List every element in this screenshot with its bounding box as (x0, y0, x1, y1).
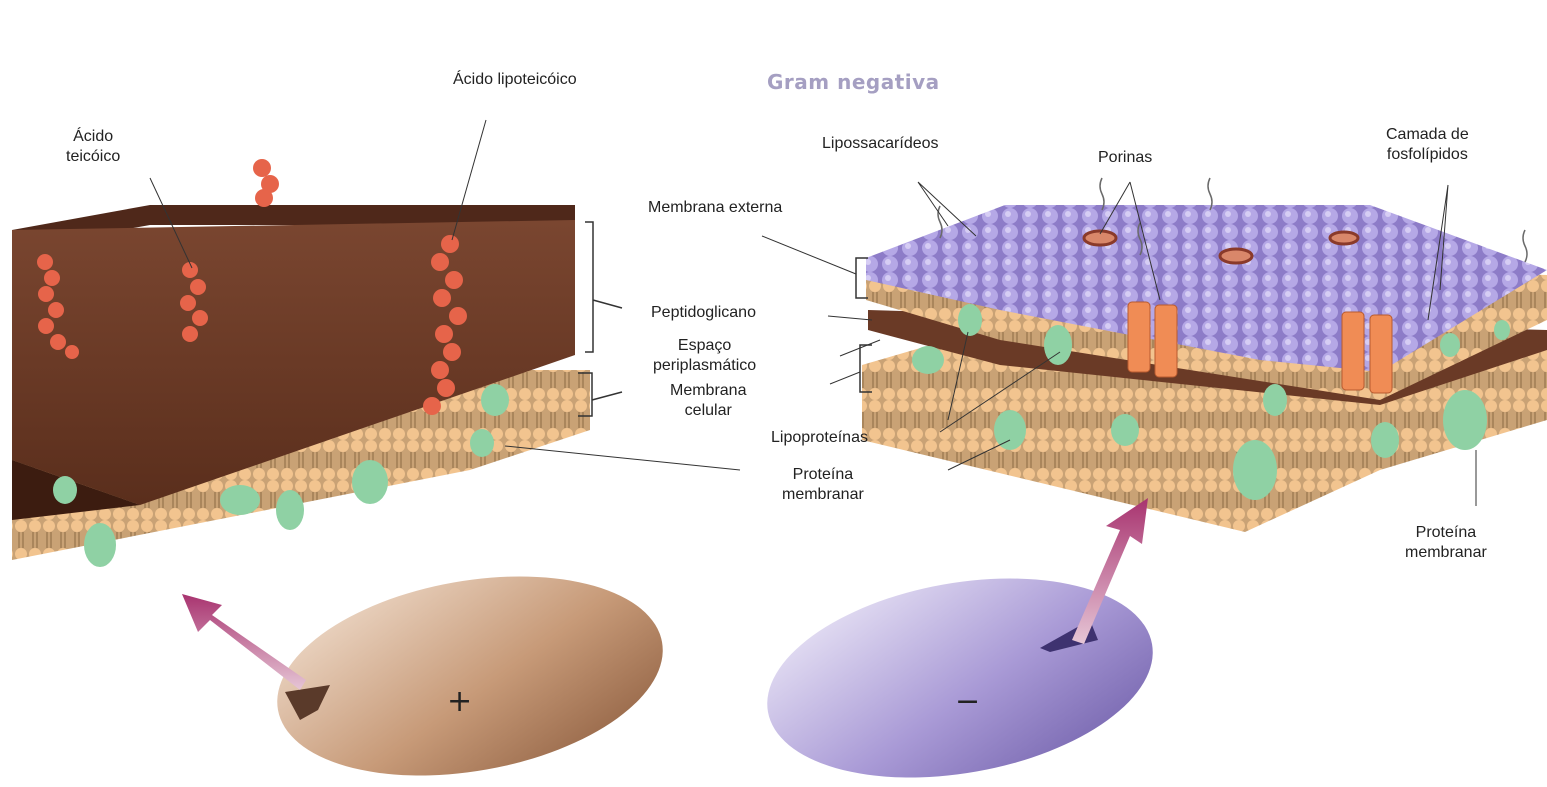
membrane-protein (84, 523, 116, 567)
leader-membrana-externa (762, 236, 856, 274)
label-camada-fosfolipidos: Camada de fosfolípidos (1386, 125, 1469, 165)
positive-charge-sign: + (447, 684, 472, 719)
membrane-protein (352, 460, 388, 504)
label-lipossacarideos: Lipossacarídeos (822, 134, 939, 154)
membrane-protein (276, 490, 304, 530)
peptidoglycan-bracket (585, 222, 622, 352)
label-membrana-externa: Membrana externa (648, 198, 782, 218)
membrane-protein (220, 485, 260, 515)
leader-membrana-celular (830, 372, 860, 384)
gram-positive-cell (261, 549, 678, 787)
membrane-protein (481, 384, 509, 416)
label-peptidoglicano: Peptidoglicano (651, 303, 756, 323)
gram-positive-wall (12, 120, 740, 567)
teichoic-acid-chain (253, 159, 279, 207)
membrane-protein (470, 429, 494, 457)
label-lipoproteinas: Lipoproteínas (771, 428, 868, 448)
label-acido-lipoteicoico: Ácido lipoteicóico (453, 70, 577, 90)
diagram-title: Gram negativa (767, 70, 940, 94)
label-membrana-celular: Membrana celular (670, 381, 746, 421)
negative-charge-sign: − (955, 684, 980, 719)
label-proteina-membranar-center: Proteína membranar (782, 465, 864, 505)
label-espaco-periplasmatico: Espaço periplasmático (653, 336, 756, 376)
zoom-arrow-left (182, 594, 306, 690)
membrane-protein (53, 476, 77, 504)
leader-proteina-membranar-left (505, 446, 740, 470)
label-porinas: Porinas (1098, 148, 1152, 168)
gram-negative-wall (762, 178, 1547, 532)
label-acido-teicoico: Ácido teicóico (66, 127, 120, 167)
label-proteina-membranar-right: Proteína membranar (1405, 523, 1487, 563)
leader-peptidoglicano (828, 316, 872, 320)
